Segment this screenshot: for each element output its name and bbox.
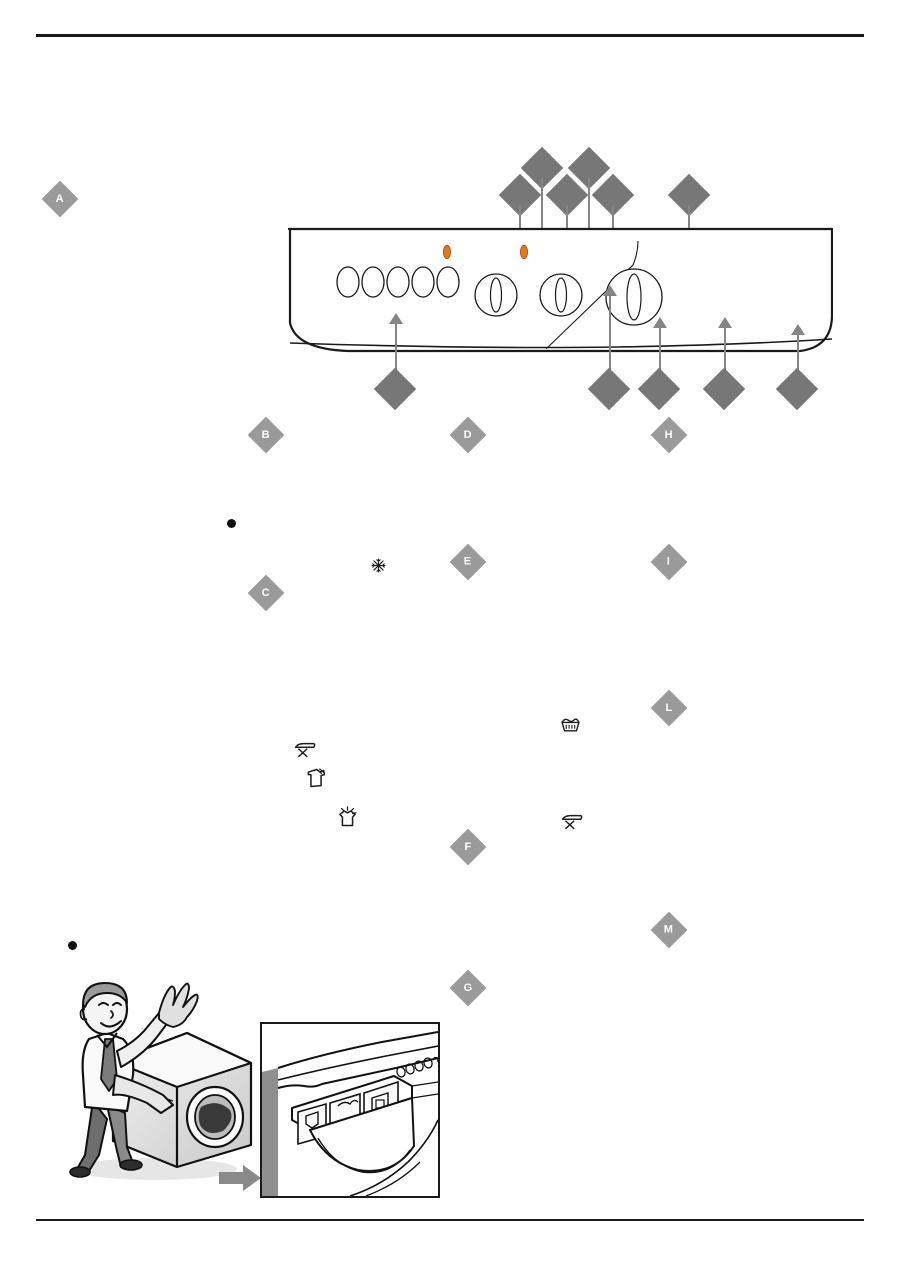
- panel-led-group: [442, 245, 529, 259]
- callout-diamond-h: [637, 367, 681, 411]
- marker-d-label: D: [464, 428, 472, 441]
- panel-knob-3-pointer: [626, 273, 642, 321]
- control-panel-outline: [288, 227, 833, 353]
- marker-m[interactable]: M: [650, 911, 688, 949]
- marker-i-label: I: [667, 555, 671, 568]
- callout-stem-5: [612, 205, 614, 237]
- marker-b-label: B: [262, 428, 270, 441]
- control-panel[interactable]: [288, 227, 833, 355]
- marker-i[interactable]: I: [650, 543, 688, 581]
- panel-knob-group: [474, 268, 663, 326]
- panel-button-2: [361, 266, 385, 298]
- marker-l[interactable]: L: [650, 689, 688, 727]
- callout-stem-2: [541, 178, 543, 261]
- callout-diamond-b: [373, 367, 417, 411]
- panel-led-2: [519, 245, 529, 259]
- marker-g[interactable]: G: [449, 969, 487, 1007]
- callout-diamond-i: [702, 367, 746, 411]
- list-bullet-2: [68, 941, 77, 950]
- snowflake-icon: [370, 557, 387, 574]
- panel-button-group: [336, 266, 460, 298]
- callout-arrow-l: [791, 324, 805, 335]
- callout-arrow-d: [603, 285, 617, 296]
- marker-f-label: F: [464, 840, 472, 853]
- do-not-iron-icon-1: [293, 740, 317, 759]
- marker-h[interactable]: H: [650, 416, 688, 454]
- do-not-bleach-icon: [305, 767, 327, 789]
- panel-knob-1-pointer: [489, 277, 503, 313]
- marker-c[interactable]: C: [247, 574, 285, 612]
- list-bullet-1: [227, 519, 236, 528]
- callout-stem-h: [659, 328, 661, 376]
- gray-right-arrow-icon: [219, 1165, 261, 1191]
- do-not-iron-icon-2: [560, 812, 584, 831]
- footer-rule: [36, 1219, 864, 1221]
- callout-stem-6: [688, 205, 690, 237]
- marker-f[interactable]: F: [449, 828, 487, 866]
- detergent-drawer-photo: [260, 1022, 440, 1198]
- panel-knob-2-pointer: [554, 277, 568, 313]
- panel-button-5: [436, 266, 460, 298]
- callout-stem-b: [395, 324, 397, 376]
- marker-d[interactable]: D: [449, 416, 487, 454]
- callout-arrow-i: [718, 317, 732, 328]
- marker-e-label: E: [464, 555, 472, 568]
- panel-button-1: [336, 266, 360, 298]
- marker-g-label: G: [463, 981, 473, 994]
- callout-diamond-d: [587, 367, 631, 411]
- callout-stem-l: [797, 335, 799, 376]
- callout-arrow-b: [389, 313, 403, 324]
- callout-stem-4: [588, 178, 590, 261]
- header-rule: [36, 34, 864, 37]
- callout-arrow-h: [653, 317, 667, 328]
- panel-button-3: [386, 266, 410, 298]
- marker-a-label: A: [56, 192, 64, 205]
- handwash-tub-icon: [560, 716, 581, 733]
- marker-b[interactable]: B: [247, 416, 285, 454]
- man-pushing-washing-machine-illustration: [55, 955, 270, 1190]
- callout-stem-i: [724, 328, 726, 376]
- marker-e[interactable]: E: [449, 543, 487, 581]
- marker-l-label: L: [665, 701, 673, 714]
- marker-a[interactable]: A: [41, 180, 79, 218]
- callout-diamond-l: [775, 367, 819, 411]
- do-not-tumble-dry-icon: [336, 806, 359, 828]
- panel-button-4: [411, 266, 435, 298]
- marker-m-label: M: [664, 923, 674, 936]
- panel-led-1: [442, 245, 452, 259]
- callout-stem-d: [609, 296, 611, 376]
- marker-c-label: C: [262, 586, 270, 599]
- marker-h-label: H: [665, 428, 673, 441]
